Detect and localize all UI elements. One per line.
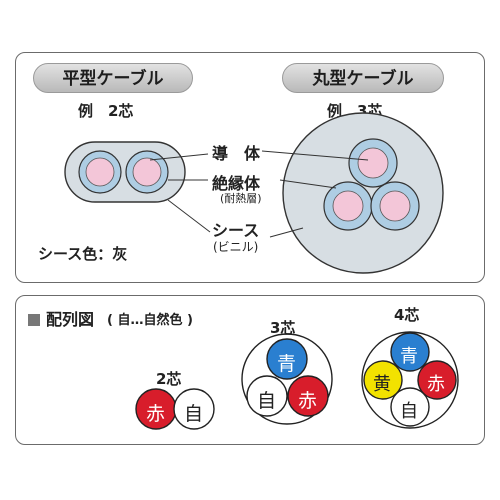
- three-core-char-blue: 青: [277, 353, 297, 375]
- round-conductor-1: [357, 147, 389, 179]
- sheath-note: (ビニル): [213, 240, 259, 254]
- four-core-char-white: 自: [400, 401, 418, 422]
- four-core-char-red: 赤: [427, 374, 445, 395]
- four-core-blue: [390, 332, 430, 372]
- sheath-label: シース: [212, 221, 260, 240]
- conductor-label: 導 体: [212, 144, 261, 163]
- arrangement-note: ( 自…自然色 ): [107, 313, 193, 328]
- four-core-char-blue: 青: [400, 346, 418, 367]
- three-core-red: [287, 375, 329, 417]
- two-core-char-white: 自: [184, 403, 204, 425]
- four-core-outline: [361, 331, 459, 429]
- three-core-white: [246, 375, 288, 417]
- four-core-red: [417, 360, 457, 400]
- leader-sheath-round: [269, 227, 304, 238]
- three-core-char-red: 赤: [298, 390, 318, 412]
- two-core-char-red: 赤: [146, 403, 166, 425]
- arrangement-heading: 配列図: [28, 306, 94, 330]
- two-core-label: 2芯: [156, 370, 182, 388]
- four-core-yellow: [363, 360, 403, 400]
- four-core-white: [390, 387, 430, 427]
- round-conductor-3: [379, 190, 411, 222]
- arrangement-title: 配列図: [46, 310, 95, 329]
- leader-conductor-round: [261, 150, 369, 161]
- four-core-char-yellow: 黄: [373, 374, 391, 395]
- round-conductor-2: [332, 190, 364, 222]
- heading-square-icon: [28, 314, 40, 326]
- three-core-char-white: 自: [257, 390, 277, 412]
- round-cable-title: 丸型ケーブル: [282, 63, 444, 93]
- leader-conductor-flat: [149, 153, 209, 161]
- flat-conductor-2: [132, 157, 162, 187]
- flat-cable-example: 例 2芯: [78, 102, 134, 120]
- three-core-blue: [266, 338, 308, 380]
- leader-sheath-flat: [167, 199, 211, 233]
- insulator-label: 絶縁体: [212, 174, 261, 193]
- two-core-white: [173, 388, 215, 430]
- flat-conductor-1: [85, 157, 115, 187]
- flat-cable-title: 平型ケーブル: [33, 63, 193, 93]
- four-core-label: 4芯: [394, 306, 420, 324]
- insulator-note: (耐熱層): [220, 192, 262, 205]
- three-core-label: 3芯: [270, 319, 296, 337]
- sheath-color-label: シース色：灰: [38, 245, 128, 263]
- leader-insulator-round: [279, 179, 337, 189]
